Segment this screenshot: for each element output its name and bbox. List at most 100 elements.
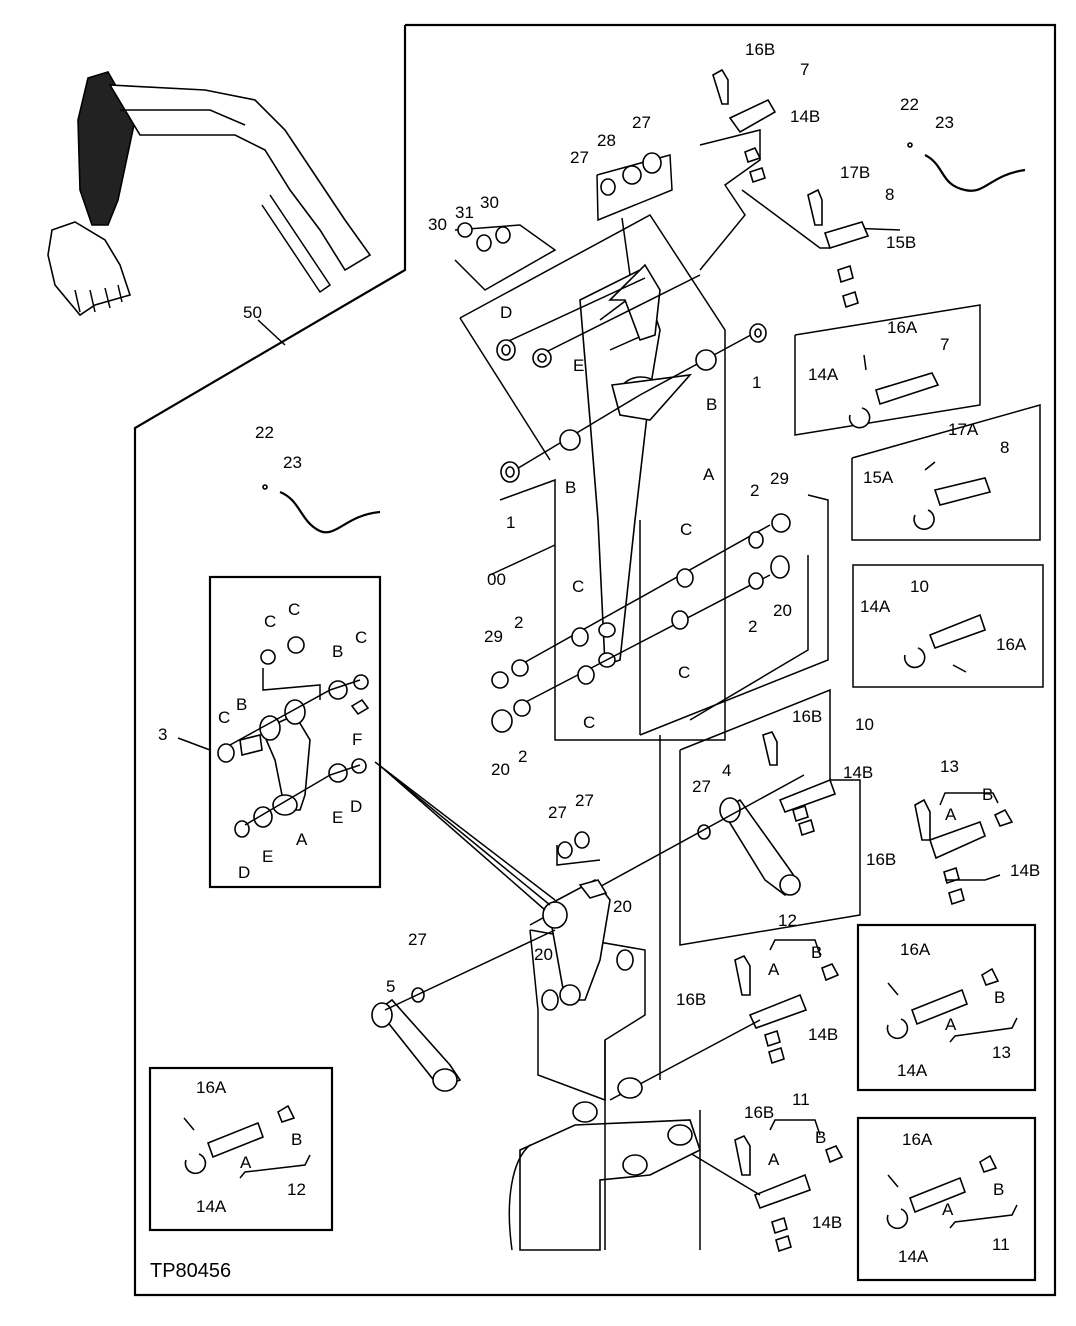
- callout-lC_i4: C: [218, 708, 230, 727]
- callout-l10_b: 10: [855, 715, 874, 734]
- callout-l29_a: 29: [770, 469, 789, 488]
- callout-l7_a: 7: [800, 60, 809, 79]
- boom-box: [459, 214, 726, 741]
- callout-l29_b: 29: [484, 627, 503, 646]
- callout-lB_11: B: [815, 1128, 826, 1147]
- callout-lA_boom: A: [703, 465, 715, 484]
- box-7: [794, 304, 981, 436]
- callout-lE_i2: E: [262, 847, 273, 866]
- callout-l16B_b: 16B: [792, 707, 822, 726]
- callout-lA_13b: A: [945, 1015, 957, 1034]
- callout-lC_1: C: [680, 520, 692, 539]
- callout-l15B: 15B: [886, 233, 916, 252]
- callout-l20_a: 20: [773, 601, 792, 620]
- callout-l14B_d: 14B: [808, 1025, 838, 1044]
- callout-l27_a: 27: [570, 148, 589, 167]
- callout-l1_l: 1: [506, 513, 515, 532]
- callout-l2_d: 2: [518, 747, 527, 766]
- callout-l2_c: 2: [748, 617, 757, 636]
- callout-lC_2: C: [572, 577, 584, 596]
- callout-l27_b: 27: [632, 113, 651, 132]
- callout-l12_b: 12: [287, 1180, 306, 1199]
- callout-l23_a: 23: [935, 113, 954, 132]
- callout-l5: 5: [386, 977, 395, 996]
- callout-l14B_c: 14B: [1010, 861, 1040, 880]
- callout-l30_a: 30: [428, 215, 447, 234]
- callout-l14B_b: 14B: [843, 763, 873, 782]
- callout-l16B_d: 16B: [676, 990, 706, 1009]
- callout-l17B: 17B: [840, 163, 870, 182]
- callout-l16A_c: 16A: [900, 940, 931, 959]
- callout-l27_d: 27: [548, 803, 567, 822]
- callout-lE_i1: E: [332, 808, 343, 827]
- callout-lA_11b: A: [942, 1200, 954, 1219]
- callout-l14B_a: 14B: [790, 107, 820, 126]
- callout-lB_l: B: [565, 478, 576, 497]
- callout-l30_b: 30: [480, 193, 499, 212]
- box-11: [856, 1116, 1037, 1282]
- main-frame-outline: [133, 23, 1057, 1297]
- callout-l16A_d: 16A: [196, 1078, 227, 1097]
- callout-l7_b: 7: [940, 335, 949, 354]
- callout-l10_a: 10: [910, 577, 929, 596]
- box-8: [851, 404, 1041, 541]
- callout-lD_top: D: [500, 303, 512, 322]
- callout-lF: F: [352, 730, 362, 749]
- callout-l16B_a: 16B: [745, 40, 775, 59]
- callout-l28: 28: [597, 131, 616, 150]
- callout-lB_13: B: [982, 785, 993, 804]
- callout-l50: 50: [243, 303, 262, 322]
- callout-l8_a: 8: [885, 185, 894, 204]
- callout-l14A_d: 14A: [196, 1197, 227, 1216]
- callout-l4: 4: [722, 761, 731, 780]
- callout-l12_a: 12: [778, 911, 797, 930]
- callout-l1_r: 1: [752, 373, 761, 392]
- figure-code: TP80456: [150, 1260, 231, 1282]
- callout-l16A_b: 16A: [996, 635, 1027, 654]
- callout-l20_c: 20: [613, 897, 632, 916]
- callout-l16B_c: 16B: [866, 850, 896, 869]
- bucket: [508, 735, 701, 1251]
- upper-pins: [699, 68, 901, 309]
- callout-l2_b: 2: [514, 613, 523, 632]
- callout-l2_a: 2: [750, 481, 759, 500]
- top-washers: [454, 152, 673, 291]
- callout-l14A_c: 14A: [897, 1061, 928, 1080]
- callout-l20_d: 20: [534, 945, 553, 964]
- callout-lA_11: A: [768, 1150, 780, 1169]
- callout-l11_b: 11: [992, 1235, 1010, 1254]
- callout-lA_12: A: [768, 960, 780, 979]
- callout-l16A_a: 16A: [887, 318, 918, 337]
- callout-lE_top: E: [573, 356, 584, 375]
- callout-l22_a: 22: [900, 95, 919, 114]
- grease-hoses: [262, 142, 1026, 534]
- callout-lA_i: A: [296, 830, 308, 849]
- callout-lC_i1: C: [264, 612, 276, 631]
- callout-l27_f: 27: [408, 930, 427, 949]
- callout-lB_13b: B: [994, 988, 1005, 1007]
- box-13: [856, 923, 1037, 1092]
- callout-l27_c: 27: [692, 777, 711, 796]
- box-12: [148, 1066, 334, 1232]
- callout-lB_12b: B: [291, 1130, 302, 1149]
- boom-A: [579, 263, 693, 668]
- callout-l31: 31: [455, 203, 474, 222]
- link-box: [679, 688, 861, 946]
- callout-lB_i2: B: [236, 695, 247, 714]
- callout-lA_13: A: [945, 805, 957, 824]
- callout-lB_i1: B: [332, 642, 343, 661]
- callout-l14A_a: 14A: [808, 365, 839, 384]
- callout-l20_b: 20: [491, 760, 510, 779]
- callout-lB_12: B: [811, 943, 822, 962]
- callout-lC_i2: C: [288, 600, 300, 619]
- callout-lC_4: C: [583, 713, 595, 732]
- callout-lB_r: B: [706, 395, 717, 414]
- box-10: [852, 564, 1044, 688]
- callout-lB_11b: B: [993, 1180, 1004, 1199]
- callout-l16A_e: 16A: [902, 1130, 933, 1149]
- callout-l22_b: 22: [255, 423, 274, 442]
- callout-l3: 3: [158, 725, 167, 744]
- machine-thumbnail: [47, 71, 372, 317]
